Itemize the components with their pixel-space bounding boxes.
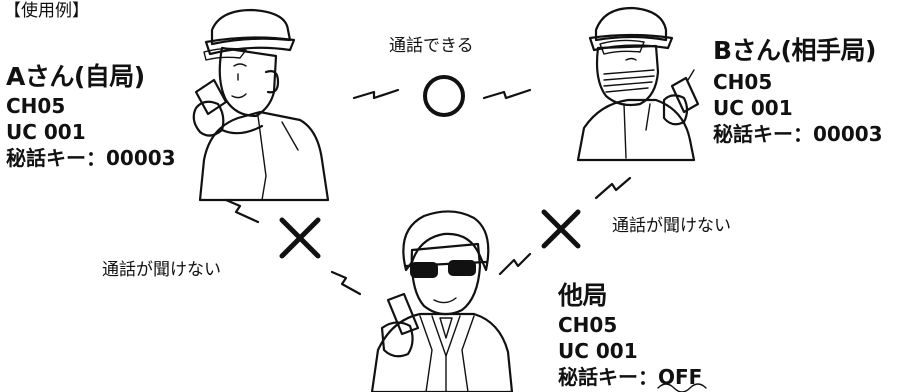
lightning-icon <box>352 88 400 100</box>
caption-cannot-hear-right: 通話が聞けない <box>612 216 731 236</box>
link-a-other <box>224 198 362 296</box>
station-b-name: Bさん(相手局) <box>713 36 876 65</box>
usage-example-label: 【使用例】 <box>4 1 89 21</box>
lightning-icon <box>224 198 260 224</box>
lightning-icon <box>330 270 362 296</box>
officer-b-illustration <box>576 6 700 162</box>
eavesdropper-illustration <box>370 210 514 392</box>
station-a-uc: UC 001 <box>6 120 86 144</box>
cross-ng-icon <box>279 217 321 259</box>
link-a-b <box>352 75 532 117</box>
station-b-channel: CH05 <box>713 70 773 94</box>
caption-can-talk: 通話できる <box>389 36 474 56</box>
other-station-secret-label: 秘話キー： <box>558 365 658 389</box>
other-station-channel: CH05 <box>558 313 618 337</box>
link-b-other <box>498 176 632 276</box>
lightning-icon <box>482 88 532 100</box>
other-station-uc: UC 001 <box>558 339 638 363</box>
station-a-channel: CH05 <box>6 94 66 118</box>
other-station-name: 他局 <box>558 281 608 310</box>
caption-cannot-hear-left: 通話が聞けない <box>102 260 221 280</box>
lightning-icon <box>594 176 632 200</box>
station-b-uc: UC 001 <box>713 96 793 120</box>
station-a-name: Aさん(自局) <box>6 62 145 91</box>
off-underline <box>657 383 707 392</box>
other-station-secret: 秘話キー：OFF <box>558 364 702 390</box>
cross-ng-icon <box>541 209 581 249</box>
lightning-icon <box>498 252 532 276</box>
officer-a-illustration <box>192 8 330 202</box>
circle-ok-icon <box>423 75 465 117</box>
station-a-secret: 秘話キー：00003 <box>6 146 176 170</box>
station-b-secret: 秘話キー：00003 <box>713 122 883 146</box>
